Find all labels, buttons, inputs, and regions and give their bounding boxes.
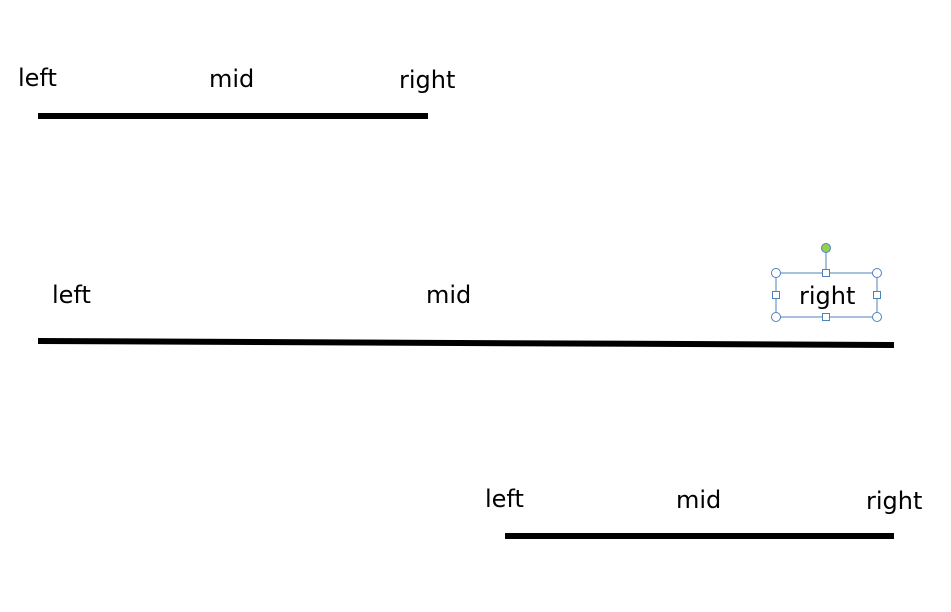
ruler-3-mid-label[interactable]: mid [676, 486, 722, 514]
ruler-3-left-label[interactable]: left [485, 485, 524, 513]
ruler-1-left-label[interactable]: left [18, 64, 57, 92]
resize-handle-right[interactable] [873, 291, 881, 299]
resize-handle-top-right[interactable] [872, 268, 882, 278]
ruler-3-right-label[interactable]: right [866, 487, 923, 515]
rotation-handle[interactable] [821, 243, 831, 253]
ruler-2-line[interactable] [38, 338, 894, 348]
ruler-3-line[interactable] [505, 533, 894, 539]
resize-handle-top-left[interactable] [771, 268, 781, 278]
resize-handle-bottom-right[interactable] [872, 312, 882, 322]
resize-handle-left[interactable] [772, 291, 780, 299]
ruler-2-mid-label[interactable]: mid [426, 281, 472, 309]
ruler-2-left-label[interactable]: left [52, 281, 91, 309]
resize-handle-bottom[interactable] [822, 313, 830, 321]
resize-handle-bottom-left[interactable] [771, 312, 781, 322]
resize-handle-top[interactable] [822, 269, 830, 277]
ruler-1-right-label[interactable]: right [399, 66, 456, 94]
ruler-1-line[interactable] [38, 113, 428, 119]
ruler-1-mid-label[interactable]: mid [209, 65, 255, 93]
ruler-2-right-label[interactable]: right [799, 282, 856, 310]
